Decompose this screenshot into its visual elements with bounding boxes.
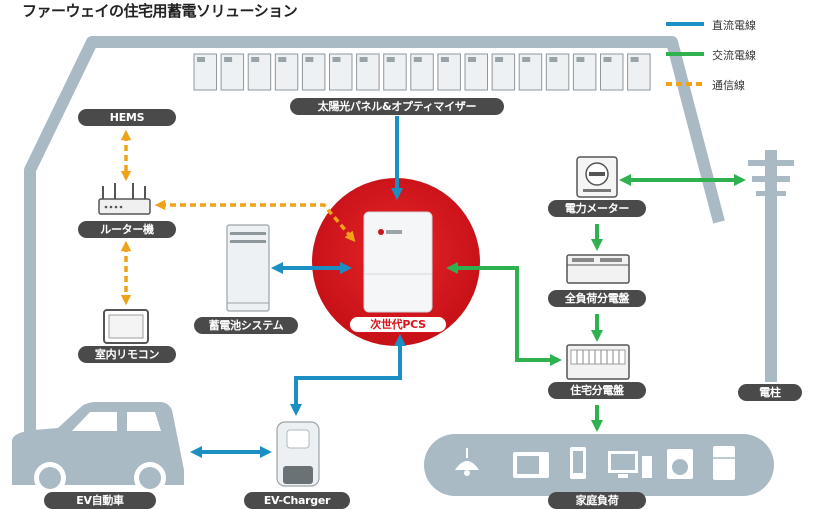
solar-optimizer-icon [251,57,260,62]
label-router: ルーター機 [78,221,176,238]
solar-optimizer-icon [224,57,233,62]
power-meter-icon [576,156,618,198]
solar-panel-icon [491,53,516,91]
solar-panel-icon [545,53,570,91]
battery-system-icon [226,224,270,312]
solar-optimizer-icon [197,57,205,62]
legend-comm-label: 通信線 [712,79,745,92]
legend-ac-label: 交流電線 [712,49,756,62]
solar-optimizer-icon [522,57,531,62]
house-outline [24,36,725,474]
solar-panel-icon [600,53,624,91]
label-ev: EV自動車 [44,492,156,509]
solar-optimizer-icon [576,57,585,62]
solar-panel-icon [329,53,353,91]
label-solar: 太陽光パネル&オプティマイザー [290,98,504,115]
label-pcs: 次世代PCS [349,316,447,333]
solar-optimizer-icon [386,57,395,62]
solar-optimizer-icon [359,57,368,62]
utility-pole-icon [748,150,794,382]
solar-optimizer-icon [440,57,449,62]
solar-optimizer-icon [278,57,287,62]
solar-optimizer-icon [305,57,314,62]
solar-panel-icon [572,53,597,91]
smartphone-icon [570,447,586,479]
solar-panel-icon [274,53,299,91]
solar-panel-icon [627,53,651,91]
house-board-icon [566,344,630,380]
solar-panel-icon [356,53,380,91]
computer-icon [608,451,652,478]
label-charger: EV-Charger [244,492,350,509]
legend-dc-label: 直流電線 [712,19,756,32]
indoor-remote-icon [103,309,149,344]
label-home-board: 住宅分電盤 [548,382,646,399]
solar-optimizer-icon [413,57,422,62]
label-full-board: 全負荷分電盤 [548,290,646,307]
solar-panel-icon [383,53,407,91]
microwave-icon [513,452,549,478]
label-pole: 電柱 [738,384,802,401]
comm-line-router-pcs [154,199,356,243]
router-icon [98,183,151,215]
dc-line-pcs-charger [290,334,406,416]
label-meter: 電力メーター [548,200,646,217]
solar-optimizer-icon [332,57,341,62]
solar-panel-icon [247,53,272,91]
ev-charger-icon [276,421,320,487]
pcs-unit-icon [363,211,433,313]
ac-line-pcs-board [446,262,562,366]
pendant-light-icon [455,448,479,476]
solar-optimizer-icon [630,57,639,62]
refrigerator-icon [713,446,735,480]
solar-optimizer-icon [495,57,504,62]
solar-panel-icon [464,53,488,91]
solar-panel-icon [518,53,543,91]
solar-panel-icon [220,53,245,91]
solar-panel-icon [410,53,434,91]
solar-panel-icon [437,53,461,91]
solar-optimizer-icon [549,57,558,62]
washing-machine-icon [667,449,693,479]
label-hems: HEMS [78,109,176,126]
solar-panel-row [193,53,651,91]
label-loads: 家庭負荷 [548,492,646,509]
solar-panel-icon [301,53,326,91]
full-load-board-icon [566,254,630,284]
page-title: ファーウェイの住宅用蓄電ソリューション [22,2,298,20]
solar-optimizer-icon [468,57,476,62]
solar-optimizer-icon [603,57,612,62]
label-remote: 室内リモコン [78,346,176,363]
label-battery: 蓄電池システム [194,317,298,334]
ev-car-icon [12,402,184,494]
solar-panel-icon [193,53,217,91]
